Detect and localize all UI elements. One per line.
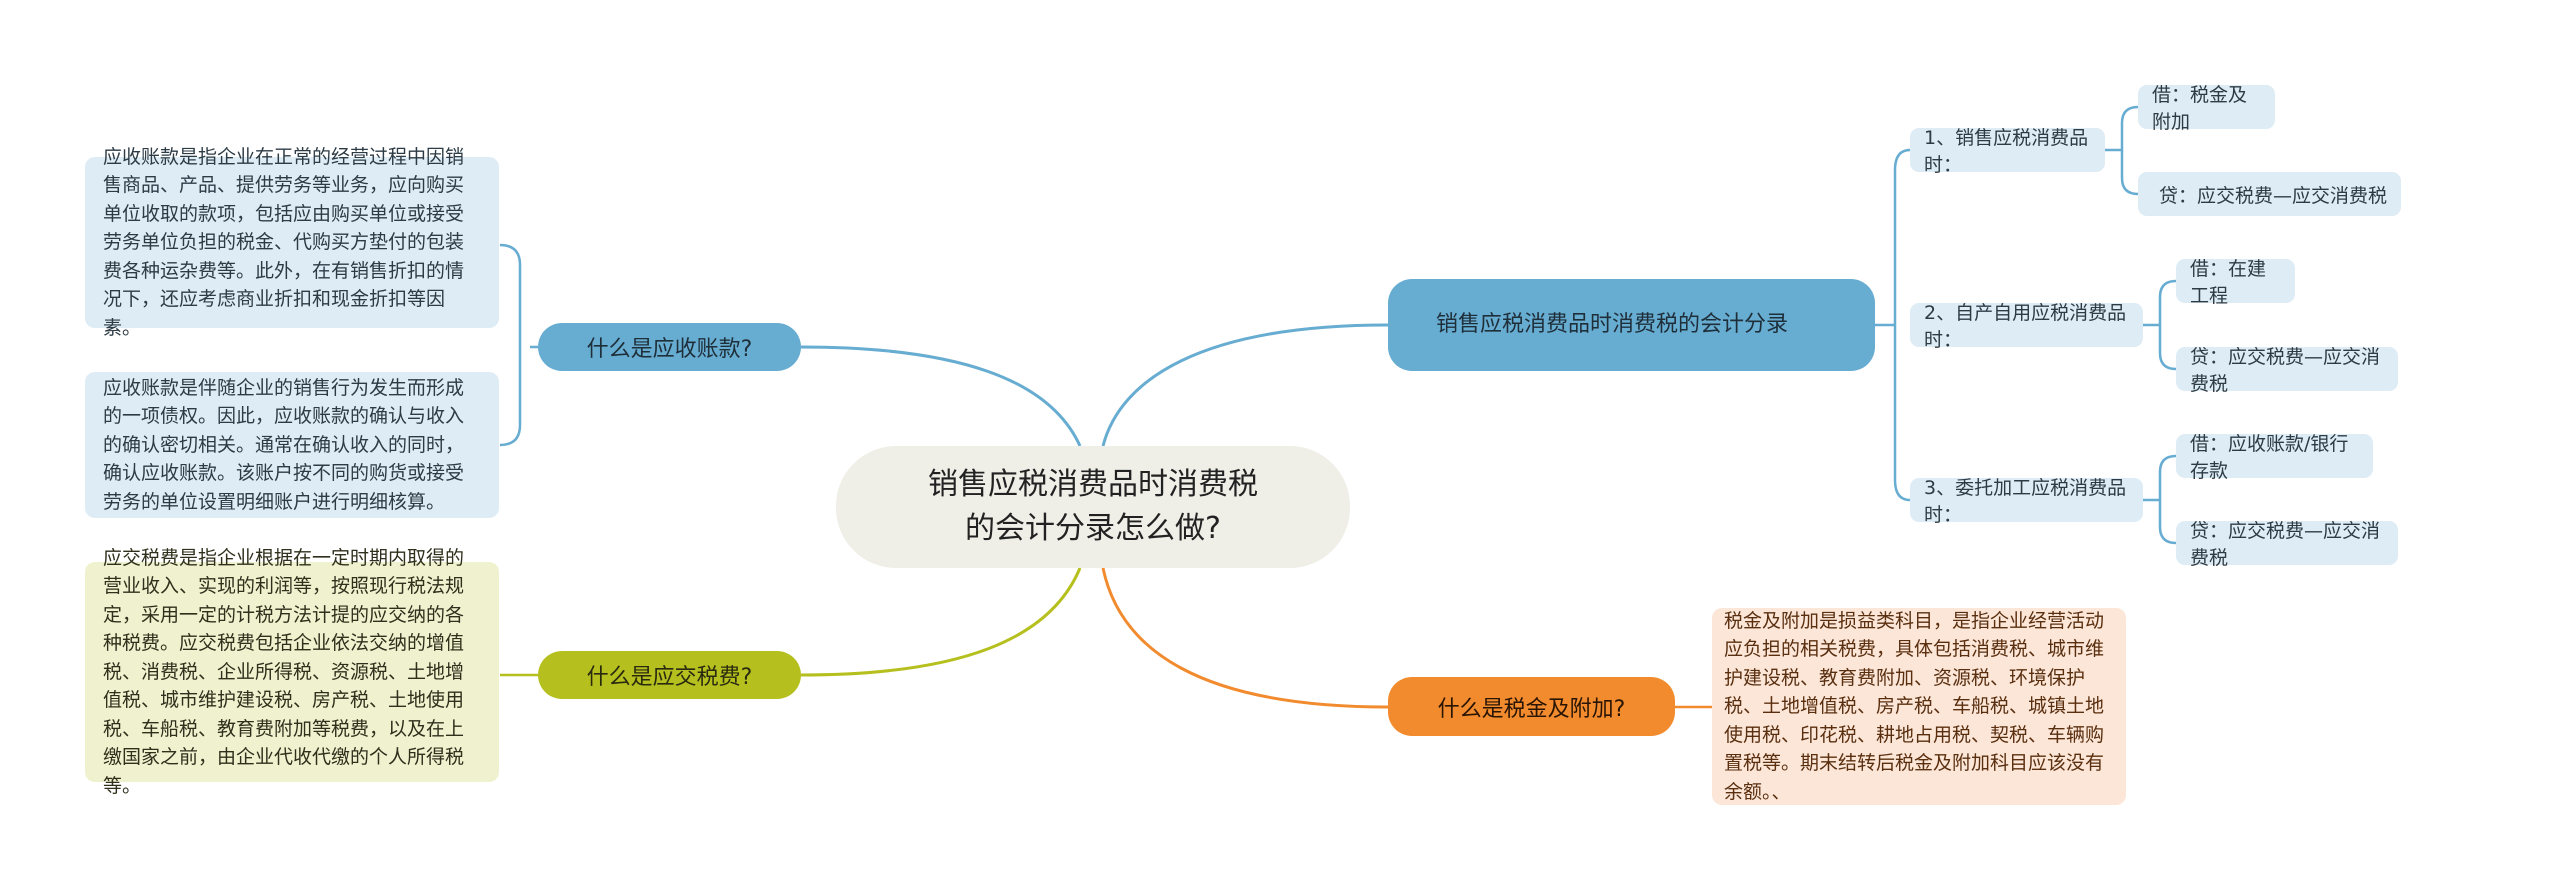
link-center-taxpayable	[800, 567, 1082, 677]
taxpayable-detail: 应交税费是指企业根据在一定时期内取得的营业收入、实现的利润等，按照现行税法规定，…	[85, 547, 499, 797]
credit-2[interactable]: 贷：应交税费—应交消费税	[2176, 346, 2398, 395]
topic-surcharge[interactable]: 什么是税金及附加?	[1388, 677, 1675, 736]
debit-3[interactable]: 借：应收账款/银行存款	[2176, 433, 2373, 482]
topic-label: 什么是应交税费?	[586, 665, 753, 690]
entry-label: 借：在建工程	[2190, 258, 2267, 307]
central-topic-label: 销售应税消费品时消费税的会计分录怎么做?	[928, 467, 1258, 546]
receivable-detail-2: 应收账款是伴随企业的销售行为发生而形成的一项债权。因此，应收账款的确认与收入的确…	[85, 372, 499, 518]
topic-receivable[interactable]: 什么是应收账款?	[538, 323, 801, 371]
topic-entries[interactable]: 销售应税消费品时消费税的会计分录	[1388, 279, 1875, 371]
case-label: 1、销售应税消费品时：	[1924, 127, 2089, 176]
topic-taxpayable[interactable]: 什么是应交税费?	[538, 651, 801, 699]
detail-text: 应收账款是指企业在正常的经营过程中因销售商品、产品、提供劳务等业务，应向购买单位…	[103, 145, 465, 339]
detail-text: 应交税费是指企业根据在一定时期内取得的营业收入、实现的利润等，按照现行税法规定，…	[103, 546, 465, 797]
bracket-receivable	[499, 243, 538, 447]
receivable-detail-1: 应收账款是指企业在正常的经营过程中因销售商品、产品、提供劳务等业务，应向购买单位…	[85, 146, 499, 339]
case-1[interactable]: 1、销售应税消费品时：	[1910, 127, 2105, 176]
detail-text: 税金及附加是损益类科目，是指企业经营活动应负担的相关税费，具体包括消费税、城市维…	[1724, 609, 2105, 803]
case-3[interactable]: 3、委托加工应税消费品时：	[1910, 477, 2143, 526]
credit-3[interactable]: 贷：应交税费—应交消费税	[2176, 520, 2398, 569]
case-label: 2、自产自用应税消费品时：	[1924, 302, 2127, 351]
case-2[interactable]: 2、自产自用应税消费品时：	[1910, 302, 2143, 351]
topic-label: 什么是应收账款?	[586, 337, 753, 362]
topic-label: 什么是税金及附加?	[1437, 696, 1626, 722]
entry-label: 贷：应交税费—应交消费税	[2190, 520, 2381, 569]
entry-label: 借：税金及附加	[2152, 84, 2248, 133]
entry-label: 借：应收账款/银行存款	[2190, 433, 2349, 482]
entry-label: 贷：应交税费—应交消费税	[2158, 184, 2387, 207]
case-label: 3、委托加工应税消费品时：	[1924, 477, 2127, 526]
link-center-entries	[1101, 323, 1389, 447]
credit-1[interactable]: 贷：应交税费—应交消费税	[2138, 172, 2401, 216]
link-center-surcharge	[1101, 567, 1389, 709]
central-topic[interactable]: 销售应税消费品时消费税的会计分录怎么做?	[836, 446, 1350, 568]
link-center-receivable	[800, 345, 1082, 447]
detail-text: 应收账款是伴随企业的销售行为发生而形成的一项债权。因此，应收账款的确认与收入的确…	[103, 376, 465, 513]
topic-label: 销售应税消费品时消费税的会计分录	[1436, 312, 1789, 337]
debit-2[interactable]: 借：在建工程	[2176, 258, 2295, 307]
surcharge-detail: 税金及附加是损益类科目，是指企业经营活动应负担的相关税费，具体包括消费税、城市维…	[1712, 608, 2126, 805]
bracket-entries	[1875, 148, 1911, 502]
entry-label: 贷：应交税费—应交消费税	[2190, 346, 2381, 395]
debit-1[interactable]: 借：税金及附加	[2138, 84, 2275, 133]
